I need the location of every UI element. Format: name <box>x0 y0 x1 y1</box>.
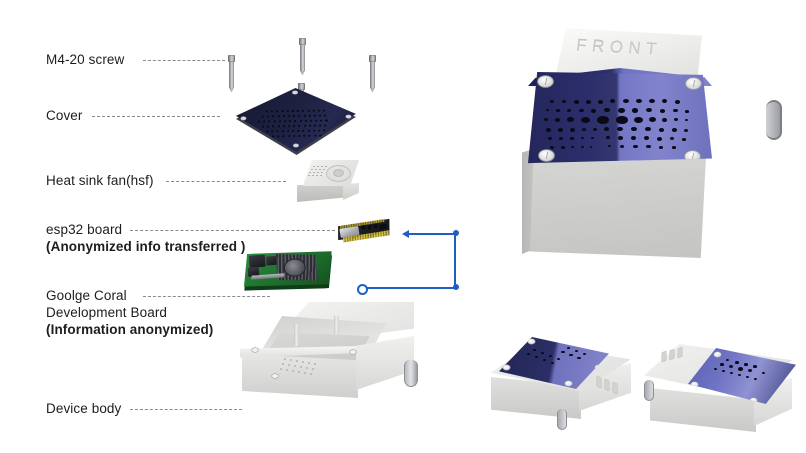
screw-part-3 <box>369 55 376 92</box>
render-assembled-front-view: FRONT <box>520 20 800 320</box>
standoff-post-1 <box>294 324 299 346</box>
screw-part-2 <box>299 38 306 75</box>
callout-device-body: Device body <box>46 400 121 417</box>
connector-node-origin <box>357 284 368 295</box>
coral-dev-board-part <box>241 240 337 302</box>
callout-coral-label-line1: Goolge Coral <box>46 288 127 303</box>
leader-line-cover <box>92 116 220 117</box>
screw-part-1 <box>228 55 235 92</box>
callout-coral-note: (Information anonymized) <box>46 322 214 337</box>
callout-hsf-label: Heat sink fan(hsf) <box>46 173 154 188</box>
callout-coral: Goolge Coral Development Board (Informat… <box>46 287 213 338</box>
body-screw-boss-right <box>350 350 356 354</box>
leader-line-coral <box>143 296 270 297</box>
render-small-right-clip <box>644 380 654 401</box>
body-screw-boss-far <box>252 348 258 352</box>
render-assembled-three-quarter-right <box>636 330 796 448</box>
body-clip <box>404 360 418 387</box>
leader-line-hsf <box>166 181 286 182</box>
callout-cover-label: Cover <box>46 108 83 123</box>
render-cover-panel <box>528 72 712 164</box>
leader-line-device-body <box>130 409 242 410</box>
render-clip-right <box>766 100 782 140</box>
cover-plate-part <box>235 87 356 153</box>
callout-device-body-label: Device body <box>46 401 122 416</box>
callout-esp32-label: esp32 board <box>46 222 123 237</box>
render-small-left-clip <box>557 409 567 430</box>
render-cover-screw-top-left <box>538 76 553 87</box>
connector-node-top-right <box>453 230 459 236</box>
callout-screw-label: M4-20 screw <box>46 52 125 67</box>
device-body-part <box>238 302 418 412</box>
callout-coral-label-line2: Development Board <box>46 305 168 320</box>
callout-screw: M4-20 screw <box>46 51 124 68</box>
leader-line-esp32 <box>130 230 335 231</box>
render-cover-screw-bottom-left <box>539 150 554 161</box>
callout-cover: Cover <box>46 107 83 124</box>
render-cover-screw-bottom-right <box>685 151 700 162</box>
render-cover-screw-top-right <box>686 78 701 89</box>
arrow-left-icon <box>402 230 409 238</box>
callout-esp32-note: (Anonymized info transferred ) <box>46 239 246 254</box>
connector-node-bottom-right <box>453 284 459 290</box>
standoff-post-2 <box>334 316 339 334</box>
leader-line-screw <box>143 60 225 61</box>
render-assembled-three-quarter-left <box>487 325 637 440</box>
callout-heat-sink-fan: Heat sink fan(hsf) <box>46 172 154 189</box>
callout-esp32: esp32 board (Anonymized info transferred… <box>46 221 246 255</box>
esp32-board-part <box>335 214 394 248</box>
body-screw-boss-left <box>272 374 278 378</box>
heat-sink-fan-part <box>297 160 359 206</box>
